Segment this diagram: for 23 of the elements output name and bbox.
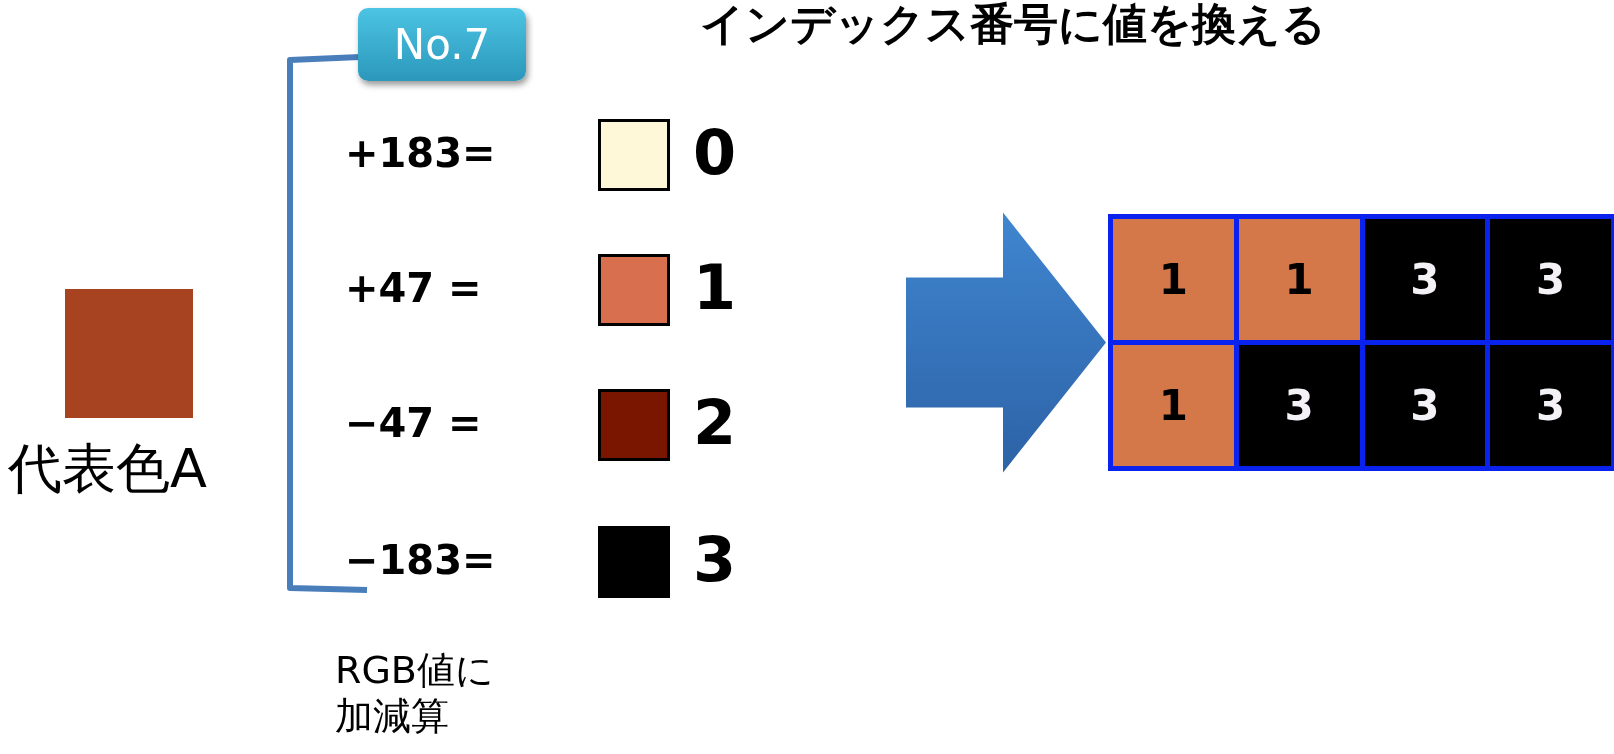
index-number: 3 <box>693 529 737 591</box>
grid-cell: 1 <box>1113 345 1234 466</box>
number-badge: No.7 <box>358 8 526 81</box>
index-number: 2 <box>693 392 737 454</box>
grid-cell: 3 <box>1364 219 1486 340</box>
grid-cell: 3 <box>1490 345 1611 466</box>
index-number: 0 <box>693 122 737 184</box>
rgb-offset: −183= <box>345 540 496 580</box>
note: RGB値に加減算 <box>335 648 495 740</box>
index-number: 1 <box>693 257 737 319</box>
block-arrow <box>906 212 1106 473</box>
rgb-offset: +47 = <box>345 268 482 308</box>
grid-cell: 1 <box>1113 219 1234 340</box>
grid-cell: 3 <box>1238 345 1360 466</box>
grid-cell: 3 <box>1364 345 1486 466</box>
rgb-offset: −47 = <box>345 403 482 443</box>
color-square <box>65 289 193 418</box>
color-caption: 代表色A <box>8 436 207 502</box>
index-grid <box>1108 214 1614 471</box>
title: インデックス番号に値を換える <box>700 2 1326 46</box>
rgb-offset: +183= <box>345 133 496 173</box>
grid-cell: 1 <box>1238 219 1360 340</box>
grid-cell: 3 <box>1490 219 1611 340</box>
